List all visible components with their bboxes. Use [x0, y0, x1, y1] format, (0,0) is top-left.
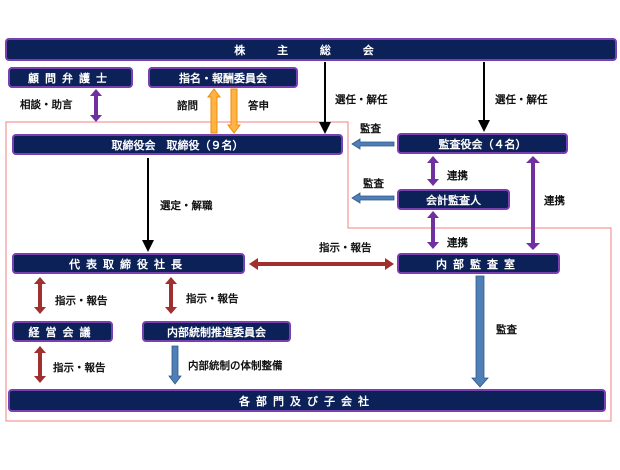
- nomination-committee-box: 指名・報酬委員会: [148, 67, 298, 88]
- consult-label: 相談・助言: [20, 99, 73, 111]
- auditors-box: 監査役会（４名）: [397, 133, 568, 154]
- instruct-arrow-h: [249, 258, 394, 270]
- shareholders-meeting-box: 株 主 総 会: [5, 38, 617, 61]
- audit-label-2: 監査: [363, 178, 384, 190]
- elect-label-2: 選任・解任: [495, 94, 548, 106]
- coop-arrow-3: [526, 156, 540, 250]
- internal-control-label: 内部統制の体制整備: [188, 360, 283, 372]
- audit-label-1: 監査: [360, 123, 381, 135]
- audit-label-3: 監査: [496, 324, 517, 336]
- instruct-label-1: 指示・報告: [55, 295, 108, 307]
- coop-label-3: 連携: [544, 195, 565, 207]
- purple-double-arrows: [90, 89, 540, 250]
- management-meeting-box: 経営会議: [12, 321, 113, 342]
- coop-label-2: 連携: [447, 237, 468, 249]
- report-back-label: 答申: [248, 100, 269, 112]
- instruct-arrow-2: [165, 277, 177, 314]
- control-scope-outline: [5, 121, 612, 422]
- coop-arrow-2: [427, 211, 439, 249]
- instruct-arrow-3: [34, 346, 46, 383]
- report-back-arrow: [227, 88, 241, 134]
- instruct-label-h: 指示・報告: [319, 242, 372, 254]
- audit-arrow-3: [471, 275, 489, 388]
- coop-label-1: 連携: [447, 170, 468, 182]
- consult-arrow: [90, 89, 102, 122]
- instruct-label-3: 指示・報告: [53, 362, 106, 374]
- legal-advisor-box: 顧問弁護士: [8, 67, 133, 88]
- instruct-label-2: 指示・報告: [186, 293, 239, 305]
- audit-arrow-2: [351, 192, 395, 204]
- control-arrow: [168, 345, 182, 385]
- inquiry-arrow: [207, 88, 221, 134]
- internal-audit-box: 内部監査室: [397, 253, 560, 274]
- instruct-arrow-1: [34, 277, 46, 314]
- board-box: 取締役会 取締役（９名）: [12, 134, 343, 155]
- appoint-label: 選定・解職: [160, 200, 213, 212]
- departments-box: 各部門及び子会社: [8, 389, 606, 412]
- inquiry-label: 諮問: [177, 100, 198, 112]
- president-box: 代表取締役社長: [12, 253, 245, 274]
- coop-arrow-1: [427, 156, 439, 186]
- audit-arrow-1: [351, 138, 395, 150]
- elect-label-1: 選任・解任: [335, 94, 388, 106]
- accounting-auditor-box: 会計監査人: [397, 189, 510, 210]
- internal-control-committee-box: 内部統制推進委員会: [142, 321, 291, 342]
